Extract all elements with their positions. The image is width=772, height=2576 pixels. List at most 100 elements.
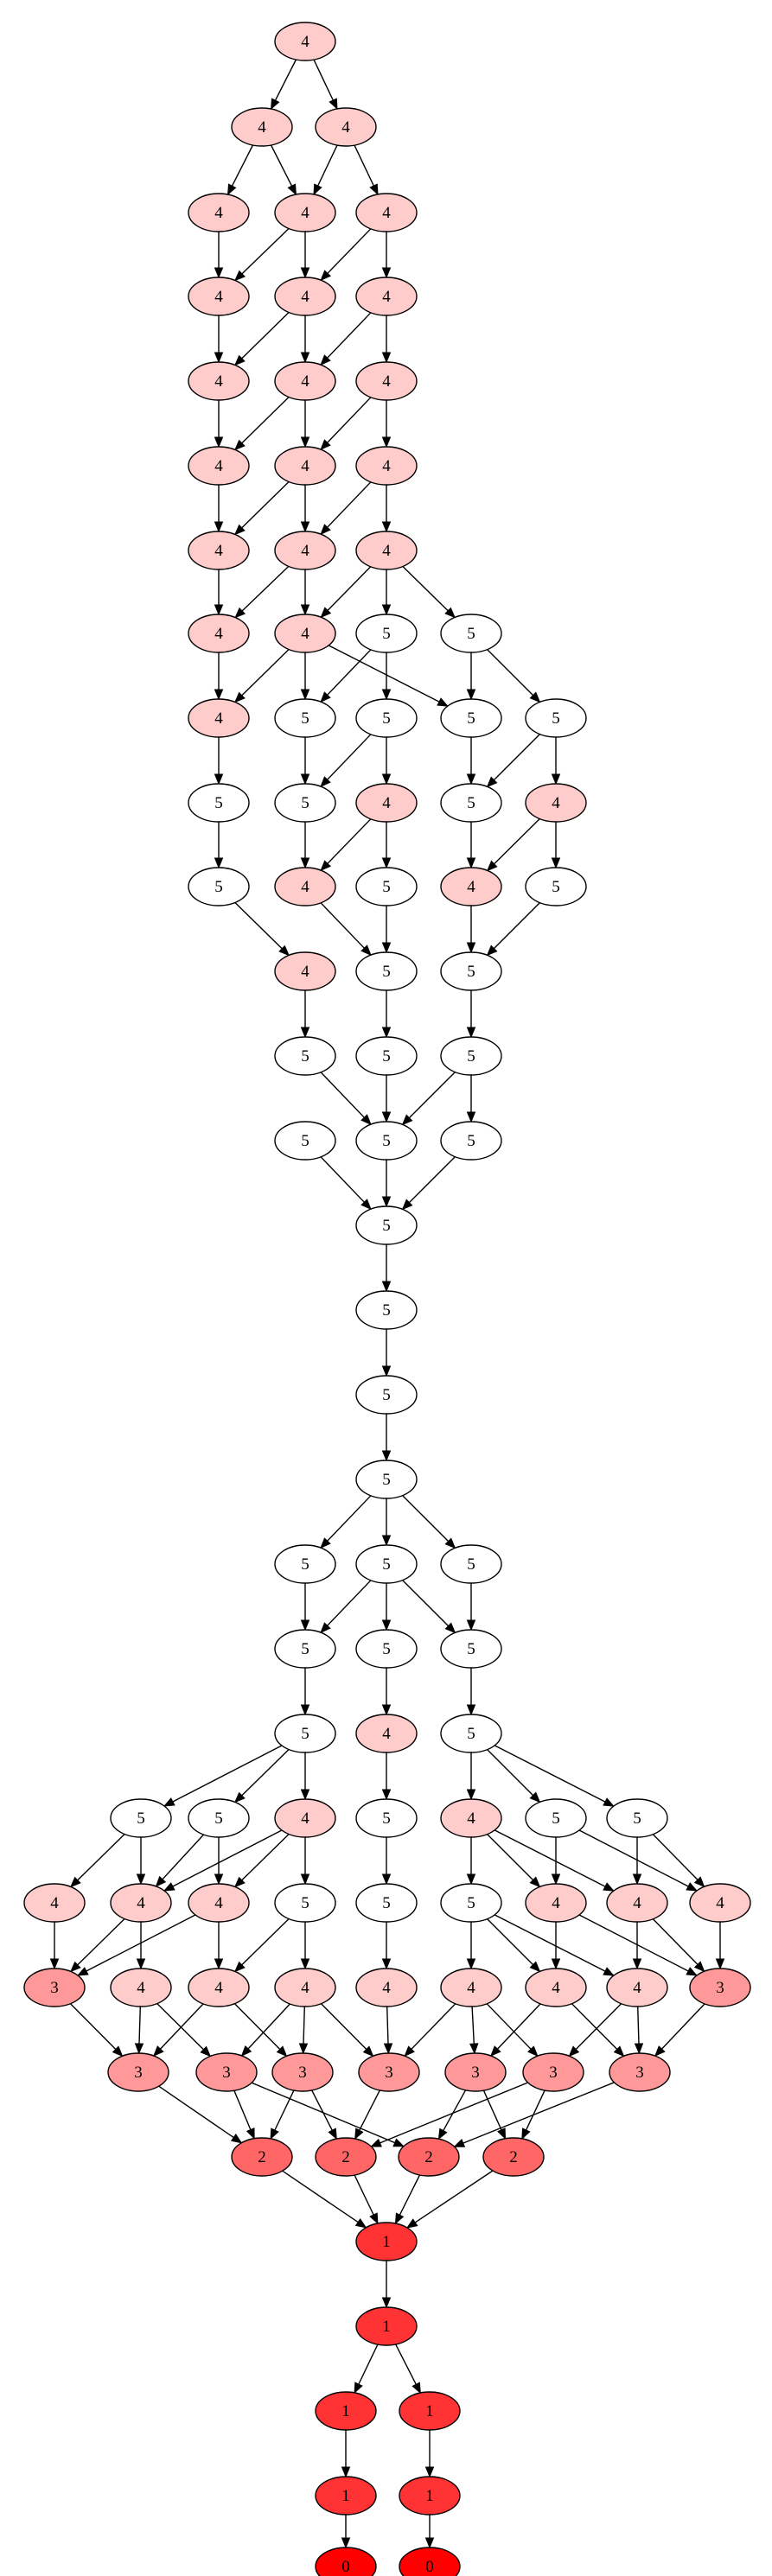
- edge-e3-f3: [381, 400, 392, 448]
- edge-f3-g3: [381, 485, 392, 533]
- edge-x3-y3: [234, 2003, 288, 2058]
- node-label: 3: [549, 2064, 558, 2082]
- node-label: 5: [633, 1810, 641, 1828]
- node-ellipse: [606, 1883, 668, 1923]
- node-label: 4: [301, 625, 309, 643]
- graph-node-s3: 5: [440, 1544, 502, 1584]
- graph-node-u3: 5: [440, 1714, 502, 1753]
- node-ellipse: [606, 1968, 668, 2007]
- edge-y2-z1: [233, 2090, 255, 2140]
- graph-node-z4: 2: [482, 2137, 545, 2177]
- node-label: 4: [301, 204, 309, 222]
- node-label: 4: [301, 542, 309, 560]
- node-label: 5: [382, 1640, 391, 1658]
- graph-node-v3: 4: [274, 1798, 336, 1838]
- node-label: 3: [298, 2064, 307, 2082]
- graph-node-y4: 3: [358, 2052, 420, 2092]
- node-label: 5: [301, 794, 309, 812]
- edge-cc1-dd1: [341, 2430, 351, 2478]
- edge-v3-w2: [163, 1829, 283, 1892]
- edge-c3-d2: [320, 228, 372, 282]
- node-ellipse: [440, 1798, 502, 1838]
- graph-node-n2: 5: [355, 1121, 418, 1161]
- node-label: 4: [467, 1979, 475, 1997]
- edge-w6-x8: [494, 1914, 615, 1976]
- node-label: 4: [258, 118, 266, 137]
- node-ellipse: [274, 1036, 336, 1076]
- edge-i3-j2: [320, 734, 372, 788]
- graph-node-m2: 5: [355, 1036, 418, 1076]
- graph-node-y3: 3: [271, 2052, 334, 2092]
- node-ellipse: [355, 277, 418, 316]
- node-label: 3: [385, 2064, 393, 2082]
- graph-node-u2: 4: [355, 1714, 418, 1753]
- node-label: 4: [214, 204, 223, 222]
- edge-q1-r1: [381, 1414, 392, 1462]
- edge-w7-x7: [551, 1922, 561, 1970]
- graph-node-x8: 4: [606, 1968, 668, 2007]
- edge-c1-d1: [214, 232, 224, 279]
- node-label: 5: [382, 963, 391, 981]
- graph-node-cc1: 1: [315, 2391, 377, 2431]
- edge-y1-z1: [158, 2085, 243, 2144]
- edge-f3-g2: [320, 481, 372, 536]
- node-ellipse: [274, 1714, 336, 1753]
- node-label: 5: [467, 794, 475, 812]
- node-ellipse: [315, 2137, 377, 2177]
- edge-i2-j2: [300, 737, 310, 786]
- graph-node-v5: 4: [440, 1798, 502, 1838]
- node-ellipse: [525, 867, 587, 906]
- node-ellipse: [188, 698, 250, 738]
- node-label: 4: [214, 709, 223, 728]
- node-label: 4: [382, 794, 391, 812]
- edge-w4-x4: [300, 1922, 310, 1970]
- node-ellipse: [274, 22, 336, 61]
- node-label: 5: [382, 1301, 391, 1320]
- graph-node-n1: 5: [274, 1121, 336, 1161]
- node-ellipse: [355, 2306, 418, 2346]
- edge-d3-e2: [320, 312, 372, 366]
- edge-u1-v3: [300, 1752, 310, 1801]
- node-label: 4: [552, 1979, 560, 1997]
- graph-node-f3: 4: [355, 446, 418, 486]
- node-label: 4: [382, 372, 391, 391]
- edge-i5-j5: [551, 737, 561, 786]
- edge-u1-v2: [233, 1749, 290, 1803]
- node-label: 4: [552, 1894, 560, 1912]
- edge-m3-n3: [466, 1075, 476, 1123]
- node-ellipse: [355, 1714, 418, 1753]
- edge-x8-y7: [634, 2006, 644, 2055]
- edge-y6-z2: [370, 2082, 528, 2147]
- node-ellipse: [315, 107, 377, 147]
- node-label: 1: [425, 2487, 434, 2505]
- node-label: 4: [137, 1979, 145, 1997]
- node-ellipse: [110, 1968, 172, 2007]
- graph-node-x7: 4: [525, 1968, 587, 2007]
- node-label: 4: [716, 1894, 724, 1912]
- edge-w3-x1: [76, 1914, 196, 1976]
- edge-u3-v5: [466, 1752, 476, 1801]
- graph-node-j4: 5: [440, 783, 502, 823]
- edge-c2-d2: [300, 232, 310, 279]
- edge-bb1-cc2: [395, 2344, 421, 2395]
- edge-y6-z4: [521, 2089, 546, 2140]
- graph-node-e1: 4: [188, 361, 250, 401]
- graph-node-c1: 4: [188, 193, 250, 232]
- graph-node-b2: 4: [315, 107, 377, 147]
- node-label: 5: [137, 1810, 145, 1828]
- node-label: 5: [382, 1047, 391, 1065]
- edge-x4-y4: [321, 2003, 374, 2058]
- edge-c2-d1: [234, 227, 290, 282]
- graph-node-ee2: 0: [399, 2547, 461, 2576]
- graph-node-x3: 4: [188, 1968, 250, 2007]
- edge-m3-n2: [401, 1072, 456, 1126]
- node-ellipse: [188, 1798, 250, 1838]
- graph-node-x4: 4: [274, 1968, 336, 2007]
- node-ellipse: [482, 2137, 545, 2177]
- graph-node-bb1: 1: [355, 2306, 418, 2346]
- graph-node-d3: 4: [355, 277, 418, 316]
- edge-k2-l2: [320, 902, 372, 957]
- edge-w5-x5: [381, 1922, 392, 1970]
- node-ellipse: [274, 193, 336, 232]
